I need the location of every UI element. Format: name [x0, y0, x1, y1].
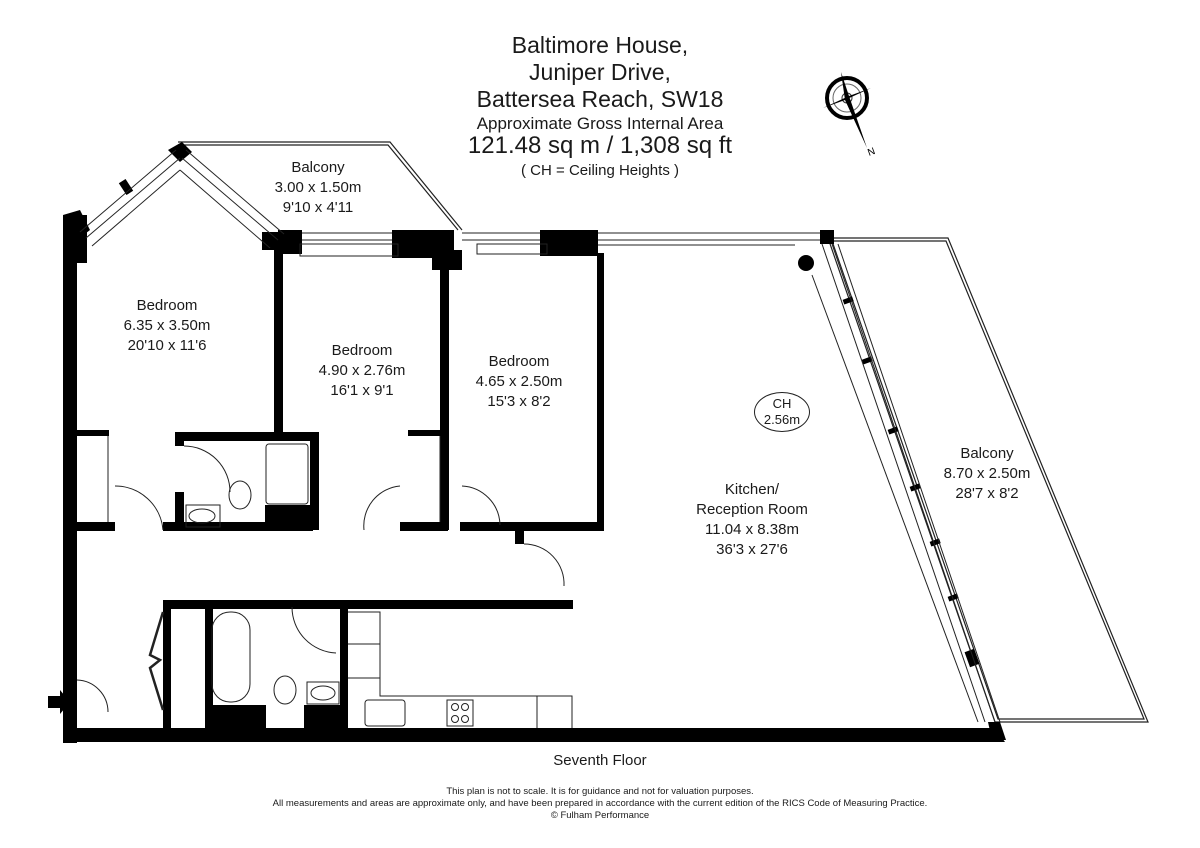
ceiling-height-badge: CH 2.56m [754, 392, 810, 432]
svg-text:N: N [866, 146, 877, 159]
room-label-balcony-large: Balcony 8.70 x 2.50m 28'7 x 8'2 [944, 444, 1031, 504]
address-line-1: Baltimore House, [511, 32, 689, 58]
room-name: Bedroom [488, 353, 550, 370]
shower-tray [265, 443, 309, 505]
room-name: Balcony [960, 445, 1014, 462]
toilet [273, 675, 297, 705]
compass-rose-icon: N [823, 72, 877, 159]
entrance-arrow-icon [48, 690, 70, 714]
area-label: Approximate Gross Internal Area [476, 114, 724, 133]
room-name-line-1: Kitchen/ [724, 481, 780, 498]
floor-label: Seventh Floor [553, 752, 647, 769]
footer-disclaimer-line-1: This plan is not to scale. It is for gui… [446, 786, 754, 797]
room-label-balcony-small: Balcony 3.00 x 1.50m 9'10 x 4'11 [275, 158, 362, 218]
room-imperial: 36'3 x 27'6 [716, 541, 788, 558]
area-value: 121.48 sq m / 1,308 sq ft [467, 132, 733, 159]
toilet [228, 480, 252, 510]
room-metric: 4.65 x 2.50m [475, 373, 563, 390]
ceiling-height-note: ( CH = Ceiling Heights ) [521, 162, 679, 179]
room-metric: 6.35 x 3.50m [123, 317, 211, 334]
footer-copyright: © Fulham Performance [550, 810, 650, 821]
room-label-bedroom-2: Bedroom 4.90 x 2.76m 16'1 x 9'1 [319, 341, 406, 401]
room-imperial: 16'1 x 9'1 [330, 382, 394, 399]
room-name: Balcony [291, 159, 345, 176]
bath [211, 611, 251, 703]
room-label-kitchen-reception: Kitchen/ Reception Room 11.04 x 8.38m 36… [696, 480, 808, 560]
room-imperial: 20'10 x 11'6 [127, 337, 207, 354]
room-name-line-2: Reception Room [696, 501, 808, 518]
room-imperial: 28'7 x 8'2 [955, 485, 1019, 502]
wall-left [63, 215, 77, 743]
basin [185, 504, 221, 528]
room-metric: 4.90 x 2.76m [318, 362, 406, 379]
address-line-2: Juniper Drive, [529, 59, 671, 85]
small-balcony-outline [178, 141, 463, 231]
room-imperial: 9'10 x 4'11 [282, 199, 354, 216]
ceiling-height-label: CH [772, 396, 792, 411]
column [798, 255, 814, 271]
room-metric: 11.04 x 8.38m [705, 521, 799, 538]
room-label-bedroom-1: Bedroom 6.35 x 3.50m 20'10 x 11'6 [124, 296, 211, 356]
room-name: Bedroom [136, 297, 198, 314]
address-line-3: Battersea Reach, SW18 [476, 86, 724, 112]
room-label-bedroom-3: Bedroom 4.65 x 2.50m 15'3 x 8'2 [476, 352, 563, 412]
basin [310, 685, 336, 701]
sink [364, 699, 406, 727]
wall-bottom [63, 728, 1005, 742]
room-metric: 8.70 x 2.50m [943, 465, 1031, 482]
footer-disclaimer-line-2: All measurements and areas are approxima… [272, 798, 928, 809]
room-metric: 3.00 x 1.50m [274, 179, 362, 196]
large-balcony-outline [827, 237, 1149, 723]
hob [446, 699, 474, 727]
room-name: Bedroom [331, 342, 393, 359]
ceiling-height-value: 2.56m [763, 412, 801, 427]
room-imperial: 15'3 x 8'2 [487, 393, 551, 410]
